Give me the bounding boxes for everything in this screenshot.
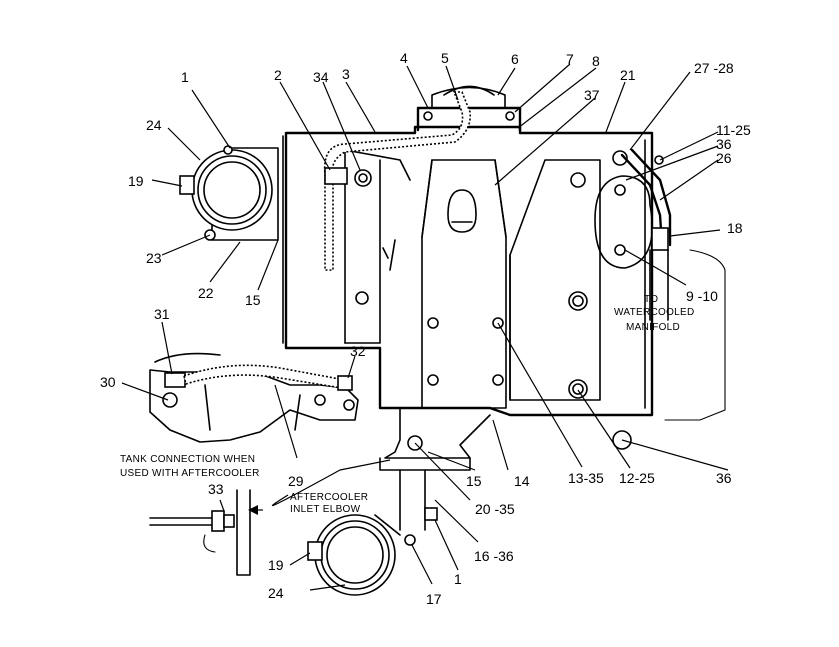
callout-24-bottom: 24	[268, 585, 284, 601]
callout-24-top: 24	[146, 117, 162, 133]
callout-13-35: 13-35	[568, 470, 604, 486]
note-tank-connection-line1: TANK CONNECTION WHEN	[120, 454, 255, 465]
callout-6: 6	[511, 51, 519, 67]
note-elbow-line2: INLET ELBOW	[290, 504, 361, 515]
tank-bolts	[354, 150, 664, 451]
note-elbow-line1: AFTERCOOLER	[290, 492, 368, 503]
callout-9-10: 9 -10	[686, 288, 718, 304]
callout-20-35: 20 -35	[475, 501, 515, 517]
callout-18: 18	[727, 220, 743, 236]
vent-hose	[323, 91, 472, 271]
callout-26: 26	[716, 150, 732, 166]
aftercooler-tube-bracket	[149, 352, 359, 443]
callout-31: 31	[154, 306, 170, 322]
callout-1-top: 1	[181, 69, 189, 85]
callout-4: 4	[400, 50, 408, 66]
callout-1-bottom: 1	[454, 571, 462, 587]
callout-3: 3	[342, 66, 350, 82]
leader-lines	[121, 63, 729, 591]
right-outlet-tube	[594, 148, 726, 421]
callout-33: 33	[208, 481, 224, 497]
note-to-manifold-line3: MANIFOLD	[626, 322, 680, 333]
callout-37: 37	[584, 87, 600, 103]
callout-2: 2	[274, 67, 282, 83]
callout-15-bottom: 15	[466, 473, 482, 489]
note-to-manifold-line1: TO	[644, 294, 658, 305]
callout-14: 14	[514, 473, 530, 489]
callout-23: 23	[146, 250, 162, 266]
callout-32: 32	[350, 343, 366, 359]
diagram-notes: TO WATERCOOLED MANIFOLD TANK CONNECTION …	[120, 294, 695, 515]
callout-labels: 1 2 34 3 4 5 6 7 8 21 27 -28 11-25 36 26…	[100, 50, 751, 607]
callout-36-bottom: 36	[716, 470, 732, 486]
inlet-elbow	[307, 469, 438, 596]
callout-21: 21	[620, 67, 636, 83]
callout-27-28: 27 -28	[694, 60, 734, 76]
callout-22: 22	[198, 285, 214, 301]
callout-17: 17	[426, 591, 442, 607]
left-flange-assembly	[179, 145, 279, 241]
callout-34: 34	[313, 69, 329, 85]
callout-7: 7	[566, 51, 574, 67]
arrow-icon	[248, 505, 258, 515]
callout-5: 5	[441, 50, 449, 66]
tank-connection-inset	[149, 489, 251, 576]
callout-12-25: 12-25	[619, 470, 655, 486]
callout-19-top: 19	[128, 173, 144, 189]
callout-19-bottom: 19	[268, 557, 284, 573]
callout-36-right-top: 36	[716, 136, 732, 152]
callout-30: 30	[100, 374, 116, 390]
callout-15-left: 15	[245, 292, 261, 308]
note-tank-connection-line2: USED WITH AFTERCOOLER	[120, 468, 260, 479]
callout-11-25: 11-25	[716, 122, 751, 138]
note-to-manifold-line2: WATERCOOLED	[614, 307, 695, 318]
callout-29: 29	[288, 473, 304, 489]
callout-16-36: 16 -36	[474, 548, 514, 564]
callout-8: 8	[592, 53, 600, 69]
